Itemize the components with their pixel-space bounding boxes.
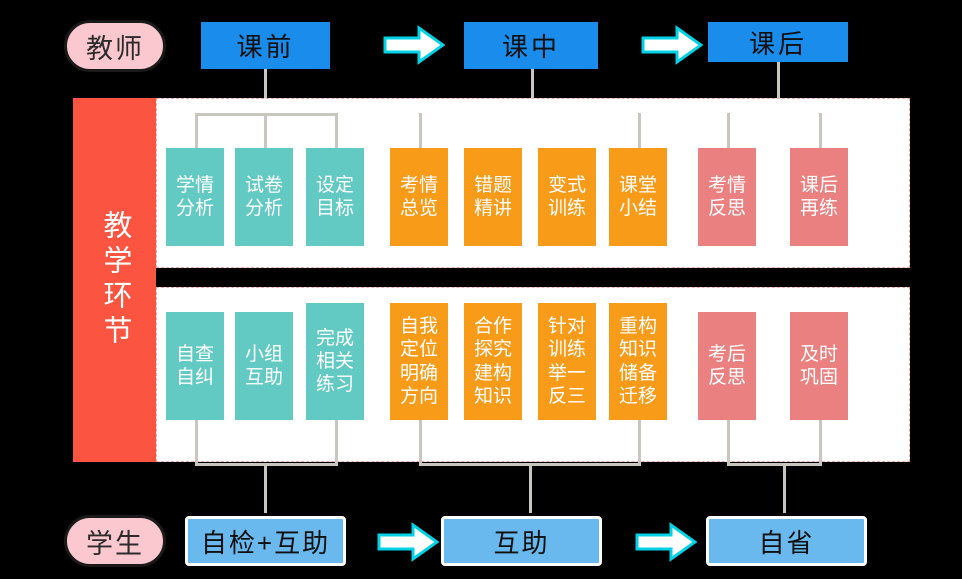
teacher-step-card-3[interactable]: 设定 目标 [306,148,364,246]
connector-stem-student-during [529,463,532,513]
axis-label-text: 教学环节 [99,210,132,350]
student-step-card-9-label: 及时 巩固 [799,343,838,388]
student-phase-box-self-reflect[interactable]: 自省 [706,516,867,566]
student-step-card-5[interactable]: 合作 探究 建构 知识 [464,303,522,420]
connector-drop-teacher-9 [819,113,822,148]
connector-stem-post [777,62,780,115]
connector-up-student-4 [419,420,422,465]
student-step-card-1-label: 自查 自纠 [175,343,214,388]
connector-up-student-1 [195,420,198,465]
student-step-card-8[interactable]: 考后 反思 [698,312,756,420]
student-step-card-2-label: 小组 互助 [244,343,283,388]
role-label-teacher-text: 教师 [86,33,144,64]
connector-up-student-3 [335,420,338,465]
teacher-step-card-1[interactable]: 学情 分析 [166,148,224,246]
student-step-card-9[interactable]: 及时 巩固 [790,312,848,420]
teacher-step-card-9[interactable]: 课后 再练 [790,148,848,246]
student-step-card-2[interactable]: 小组 互助 [235,312,293,420]
role-label-student: 学生 [64,515,166,567]
connector-stem-pre [264,69,267,115]
axis-label-column: 教学环节 [73,98,156,462]
right-arrow-icon-4 [635,521,697,563]
right-arrow-icon-2 [641,24,703,66]
phase-box-pre-class-label: 课前 [236,32,295,62]
student-step-card-4-label: 自我 定位 明确 方向 [399,316,438,407]
connector-bracket-student-post [727,463,822,466]
teacher-step-card-7[interactable]: 课堂 小结 [609,148,667,246]
student-phase-box-self-check-label: 自检+互助 [200,527,331,558]
teacher-step-card-2[interactable]: 试卷 分析 [235,148,293,246]
phase-box-after-class[interactable]: 课后 [708,22,848,62]
connector-drop-teacher-1 [195,113,198,148]
student-step-card-7[interactable]: 重构 知识 储备 迁移 [609,303,667,420]
student-step-card-7-label: 重构 知识 储备 迁移 [618,316,657,407]
connector-up-student-9 [819,420,822,465]
phase-box-in-class-label: 课中 [501,32,560,62]
role-label-teacher: 教师 [64,20,166,72]
connector-stem-student-post [783,463,786,513]
student-phase-box-mutual-help-label: 互助 [493,527,550,558]
teacher-step-card-3-label: 设定 目标 [315,174,354,219]
teacher-step-card-1-label: 学情 分析 [175,174,214,219]
student-step-card-4[interactable]: 自我 定位 明确 方向 [390,303,448,420]
student-phase-box-self-check[interactable]: 自检+互助 [185,516,346,566]
connector-up-student-7 [638,420,641,465]
connector-drop-teacher-3 [335,113,338,148]
student-step-card-6-label: 针对 训练 举一 反三 [547,316,586,407]
teacher-step-card-8[interactable]: 考情 反思 [698,148,756,246]
right-arrow-icon-3 [377,521,439,563]
phase-box-in-class[interactable]: 课中 [464,22,598,69]
teacher-step-card-5-label: 错题 精讲 [473,174,512,219]
student-phase-box-mutual-help[interactable]: 互助 [441,516,602,566]
student-step-card-1[interactable]: 自查 自纠 [166,312,224,420]
teacher-step-card-5[interactable]: 错题 精讲 [464,148,522,246]
teacher-step-card-9-label: 课后 再练 [799,174,838,219]
teacher-step-card-4-label: 考情 总览 [399,174,438,219]
role-label-student-text: 学生 [86,528,144,559]
right-arrow-icon-1 [383,24,445,66]
student-step-card-3-label: 完成 相关 练习 [315,327,354,396]
phase-box-pre-class[interactable]: 课前 [201,22,330,69]
phase-box-after-class-label: 课后 [748,28,807,59]
connector-drop-teacher-2 [264,113,267,148]
student-step-card-8-label: 考后 反思 [707,343,746,388]
connector-stem-during [531,69,534,115]
connector-drop-teacher-4 [419,113,422,148]
teacher-step-card-2-label: 试卷 分析 [244,174,283,219]
student-step-card-5-label: 合作 探究 建构 知识 [473,316,512,407]
teacher-step-card-7-label: 课堂 小结 [618,174,657,219]
teacher-step-card-6-label: 变式 训练 [547,174,586,219]
student-phase-box-self-reflect-label: 自省 [758,527,815,558]
connector-drop-teacher-8 [727,113,730,148]
connector-drop-teacher-7 [638,113,641,148]
teacher-step-card-4[interactable]: 考情 总览 [390,148,448,246]
connector-up-student-8 [727,420,730,465]
student-step-card-3[interactable]: 完成 相关 练习 [306,303,364,420]
student-step-card-6[interactable]: 针对 训练 举一 反三 [538,303,596,420]
connector-stem-student-pre [264,463,267,513]
teacher-step-card-8-label: 考情 反思 [707,174,746,219]
teacher-step-card-6[interactable]: 变式 训练 [538,148,596,246]
